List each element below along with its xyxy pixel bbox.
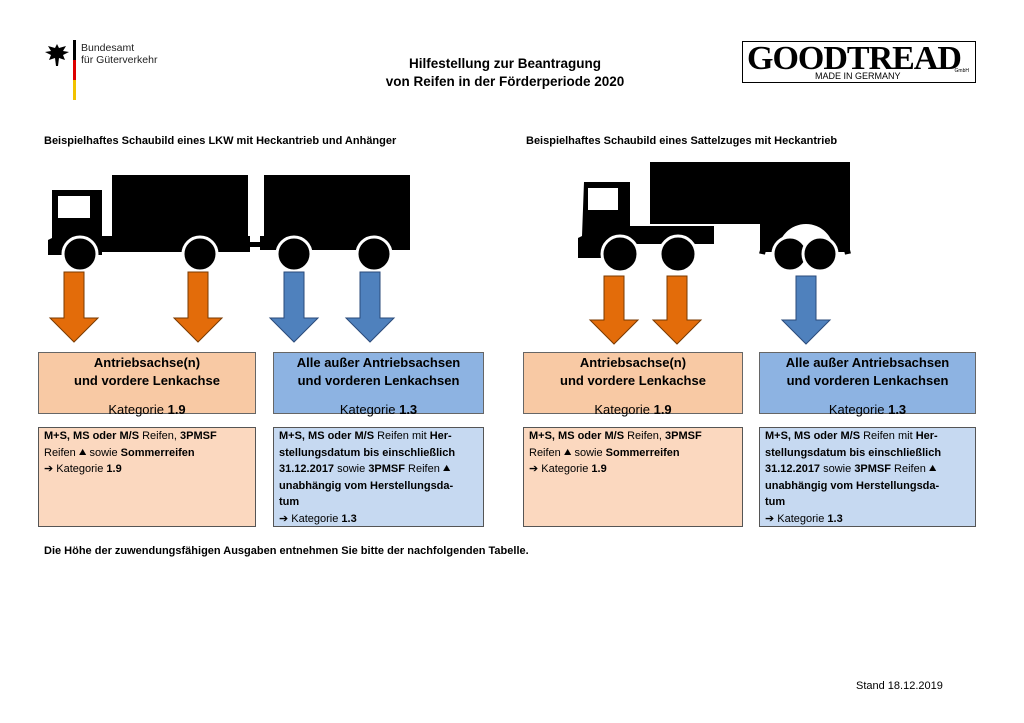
tyre-description-drive-right: M+S, MS oder M/S Reifen, 3PMSF Reifen ⛰ … [523, 427, 743, 527]
cat-line2: und vorderen Lenkachsen [297, 373, 460, 388]
arrow-down-blue-icon [268, 271, 320, 343]
tyre-description-other-left: M+S, MS oder M/S Reifen mit Her- stellun… [273, 427, 484, 527]
arrow-down-orange-icon [588, 275, 640, 345]
cat-line1: Alle außer Antriebsachsen [785, 355, 950, 370]
cat-line1: Antriebsachse(n) [579, 355, 687, 370]
arrow-right-icon: ➔ [44, 463, 54, 475]
cat-kategorie: Kategorie 1.9 [594, 402, 672, 417]
category-box-drive-left: Antriebsachse(n) und vordere Lenkachse K… [38, 352, 256, 417]
3pmsf-icon: ⛰ [442, 463, 451, 473]
stand-date: Stand 18.12.2019 [856, 680, 943, 692]
3pmsf-icon: ⛰ [78, 446, 87, 457]
brand-suffix: GmbH [954, 68, 969, 74]
arrow-down-orange-icon [48, 271, 100, 343]
cat-kategorie: Kategorie 1.9 [108, 402, 186, 417]
truck-cargo-box [112, 175, 248, 237]
arrows-layer [48, 271, 832, 345]
brand-name: GOODTREAD [747, 40, 962, 77]
category-box-other-right: Alle außer Antriebsachsen und vorderen L… [759, 352, 976, 417]
semi-trailer-box [650, 162, 850, 224]
cat-kategorie: Kategorie 1.3 [339, 402, 418, 417]
left-subtitle: Beispielhaftes Schaubild eines LKW mit H… [44, 135, 397, 147]
wheel [355, 235, 393, 273]
arrow-down-orange-icon [172, 271, 224, 343]
page-title: Hilfestellung zur Beantragung von Reifen… [330, 55, 680, 91]
arrow-down-blue-icon [344, 271, 396, 343]
3pmsf-icon: ⛰ [563, 446, 572, 457]
arrow-down-blue-icon [780, 275, 832, 345]
cat-kategorie: Kategorie 1.3 [828, 402, 907, 417]
cat-line2: und vordere Lenkachse [560, 373, 706, 388]
brand-logo: GOODTREAD GmbH MADE IN GERMANY [742, 40, 976, 83]
tyre-description-drive-left: M+S, MS oder M/S Reifen, 3PMSF Reifen ⛰ … [38, 427, 256, 527]
wheel [275, 235, 313, 273]
right-subtitle: Beispielhaftes Schaubild eines Sattelzug… [526, 135, 838, 147]
agency-name-line2: für Güterverkehr [81, 54, 158, 66]
title-line1: Hilfestellung zur Beantragung [408, 56, 601, 71]
eagle-icon [45, 44, 69, 66]
wheel [801, 235, 839, 273]
3pmsf-icon: ⛰ [928, 463, 937, 473]
category-box-drive-right: Antriebsachse(n) und vordere Lenkachse K… [523, 352, 743, 417]
tyre-description-other-right: M+S, MS oder M/S Reifen mit Her- stellun… [759, 427, 976, 527]
cat-line2: und vordere Lenkachse [74, 373, 220, 388]
footer-note: Die Höhe der zuwendungsfähigen Ausgaben … [44, 545, 529, 557]
agency-logo: Bundesamt für Güterverkehr [44, 40, 174, 102]
category-box-other-left: Alle außer Antriebsachsen und vorderen L… [273, 352, 484, 417]
cat-line1: Antriebsachse(n) [93, 355, 201, 370]
agency-name-line1: Bundesamt [81, 42, 135, 54]
arrow-right-icon: ➔ [765, 512, 775, 525]
semi-truck-illustration [578, 162, 851, 274]
arrow-right-icon: ➔ [279, 512, 289, 525]
title-line2: von Reifen in der Förderperiode 2020 [385, 74, 625, 89]
cat-line1: Alle außer Antriebsachsen [296, 355, 461, 370]
wheel [61, 235, 99, 273]
wheel [658, 234, 698, 274]
brand-tagline: MADE IN GERMANY [815, 71, 901, 81]
trailer-box [264, 175, 410, 239]
cat-line2: und vorderen Lenkachsen [786, 373, 949, 388]
truck-trailer-illustration [48, 175, 410, 273]
arrow-down-orange-icon [651, 275, 703, 345]
arrow-right-icon: ➔ [529, 463, 539, 475]
wheel [181, 235, 219, 273]
wheel [600, 234, 640, 274]
